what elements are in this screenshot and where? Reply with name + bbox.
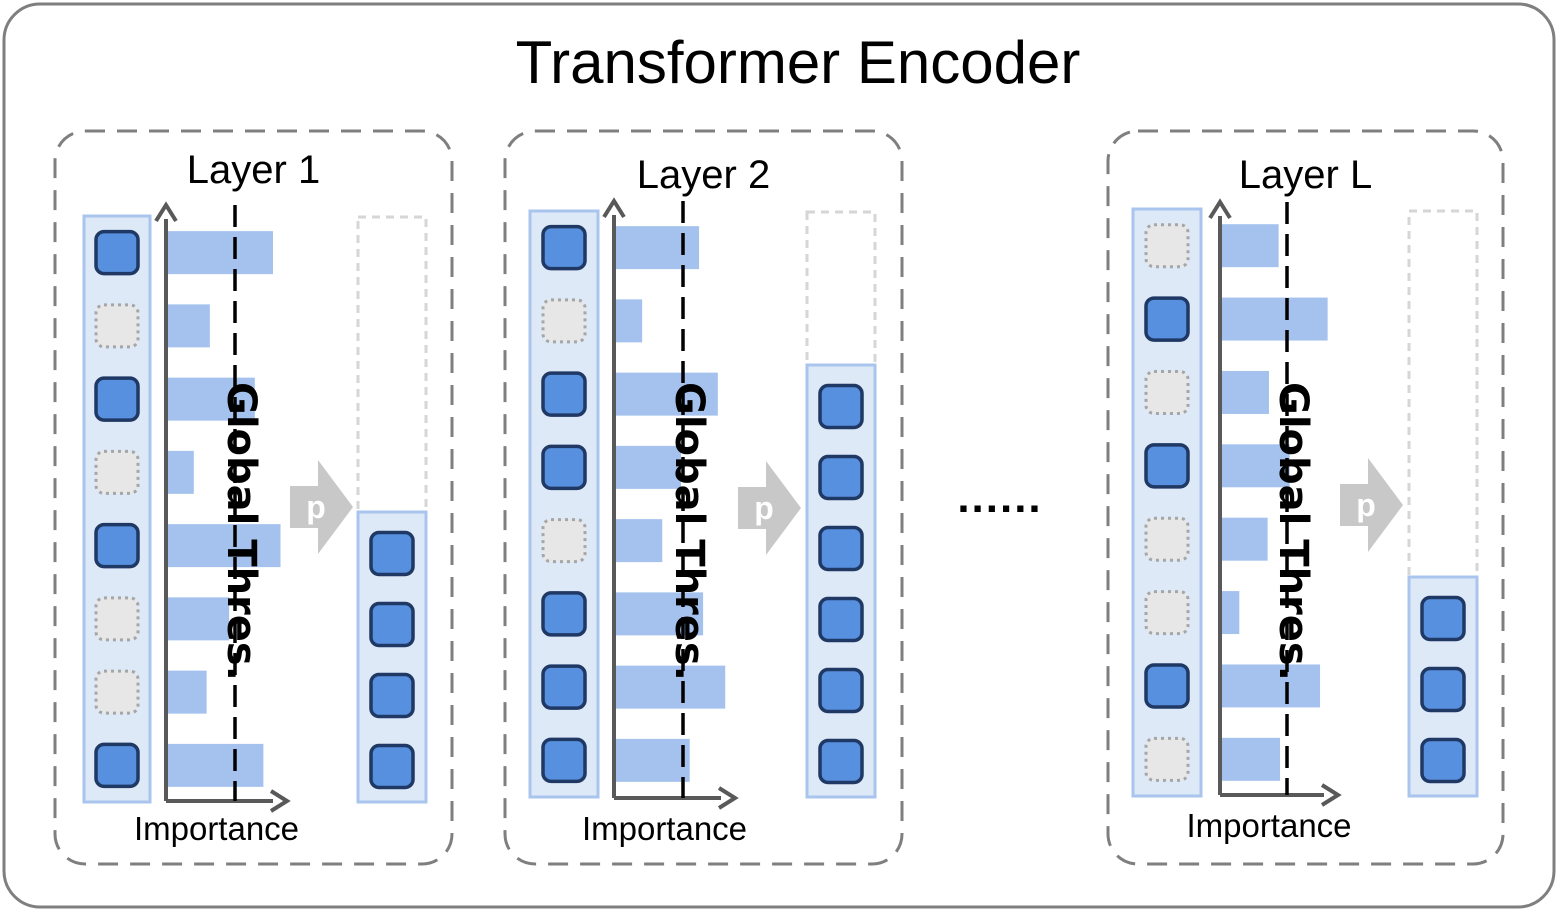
importance-axis-label: Importance <box>134 810 299 847</box>
ellipsis: ...... <box>957 473 1042 522</box>
token-pruned <box>94 669 140 715</box>
output-token <box>369 530 415 577</box>
importance-bar <box>614 738 690 782</box>
encoder-title: Transformer Encoder <box>516 29 1081 96</box>
output-token <box>818 454 864 501</box>
token-kept <box>541 444 587 491</box>
importance-bar <box>1220 370 1269 414</box>
importance-bar <box>1220 664 1321 708</box>
importance-bar <box>614 665 726 709</box>
importance-bar <box>166 304 210 348</box>
output-token <box>818 596 864 643</box>
x-axis-arrowhead <box>717 786 739 810</box>
output-token <box>369 672 415 719</box>
importance-bar <box>614 519 663 563</box>
token-pruned <box>1144 590 1190 636</box>
token-pruned <box>1144 369 1190 415</box>
importance-bar <box>1220 224 1279 268</box>
token-pruned <box>94 303 140 349</box>
layer-frame <box>503 129 904 866</box>
importance-bar <box>614 299 643 343</box>
layer-block: Layer 1 Global Thres. Importance p <box>53 129 454 866</box>
layer-title: Layer 1 <box>187 148 320 192</box>
token-kept <box>94 376 140 422</box>
prune-label: p <box>306 489 326 525</box>
layer-title: Layer L <box>1239 153 1372 197</box>
importance-bar <box>614 372 718 416</box>
importance-bar <box>166 524 281 568</box>
importance-bar <box>1220 591 1240 635</box>
prune-label: p <box>754 490 774 526</box>
token-pruned <box>94 596 140 642</box>
output-token <box>818 383 864 430</box>
y-axis-arrowhead <box>602 197 626 219</box>
y-axis-arrowhead <box>154 201 178 223</box>
prune-arrow <box>738 461 801 555</box>
token-pruned <box>1144 516 1190 562</box>
output-token <box>1420 666 1466 713</box>
importance-bar <box>614 592 704 636</box>
token-kept <box>94 229 140 276</box>
importance-bar <box>1220 444 1290 488</box>
layer-title: Layer 2 <box>637 153 770 197</box>
importance-bar <box>1220 297 1328 341</box>
token-kept <box>1144 663 1190 709</box>
token-pruned <box>94 449 140 495</box>
output-token <box>818 525 864 572</box>
importance-bar <box>614 226 700 270</box>
output-token <box>818 667 864 714</box>
importance-bar <box>166 597 230 641</box>
output-token-column <box>805 363 877 799</box>
token-kept <box>94 742 140 789</box>
input-token-column <box>82 214 152 804</box>
token-kept <box>541 664 587 710</box>
y-axis-arrowhead <box>1208 198 1232 220</box>
importance-bar <box>614 445 681 489</box>
token-pruned <box>541 298 587 344</box>
importance-bar <box>1220 517 1268 561</box>
x-axis-arrowhead <box>269 789 291 813</box>
x-axis-arrowhead <box>1320 783 1342 807</box>
importance-bar <box>166 450 194 494</box>
token-kept <box>1144 296 1190 342</box>
threshold-label: Global Thres. <box>1270 382 1316 681</box>
threshold-label: Global Thres. <box>666 382 712 681</box>
layer-frame <box>1106 129 1505 866</box>
token-kept <box>1144 443 1190 489</box>
importance-bar <box>1220 737 1281 781</box>
threshold-label: Global Thres. <box>218 382 264 681</box>
importance-bar <box>166 231 273 275</box>
token-kept <box>541 737 587 784</box>
token-kept <box>541 371 587 417</box>
token-pruned <box>1144 736 1190 782</box>
token-kept <box>94 522 140 569</box>
layers-group: Layer 1 Global Thres. Importance p Layer 2 Gl… <box>53 129 1505 866</box>
prune-arrow <box>290 460 353 554</box>
prune-arrow <box>1340 458 1403 552</box>
token-pruned <box>1144 223 1190 269</box>
output-token <box>818 738 864 785</box>
prune-label: p <box>1356 487 1376 523</box>
layer-block: Layer L Global Thres. Importance p <box>1106 129 1505 866</box>
token-kept <box>541 224 587 271</box>
layer-frame <box>53 129 454 866</box>
importance-axis-label: Importance <box>582 810 747 847</box>
output-token <box>1420 737 1466 784</box>
output-token <box>369 601 415 648</box>
importance-axis-label: Importance <box>1186 807 1351 844</box>
token-pruned <box>541 518 587 564</box>
importance-bar <box>166 743 264 787</box>
layer-block: Layer 2 Global Thres. Importance p <box>503 129 904 866</box>
token-kept <box>541 591 587 637</box>
output-token <box>369 743 415 790</box>
importance-bar <box>166 670 207 714</box>
importance-bar <box>166 377 255 421</box>
output-token <box>1420 595 1466 642</box>
